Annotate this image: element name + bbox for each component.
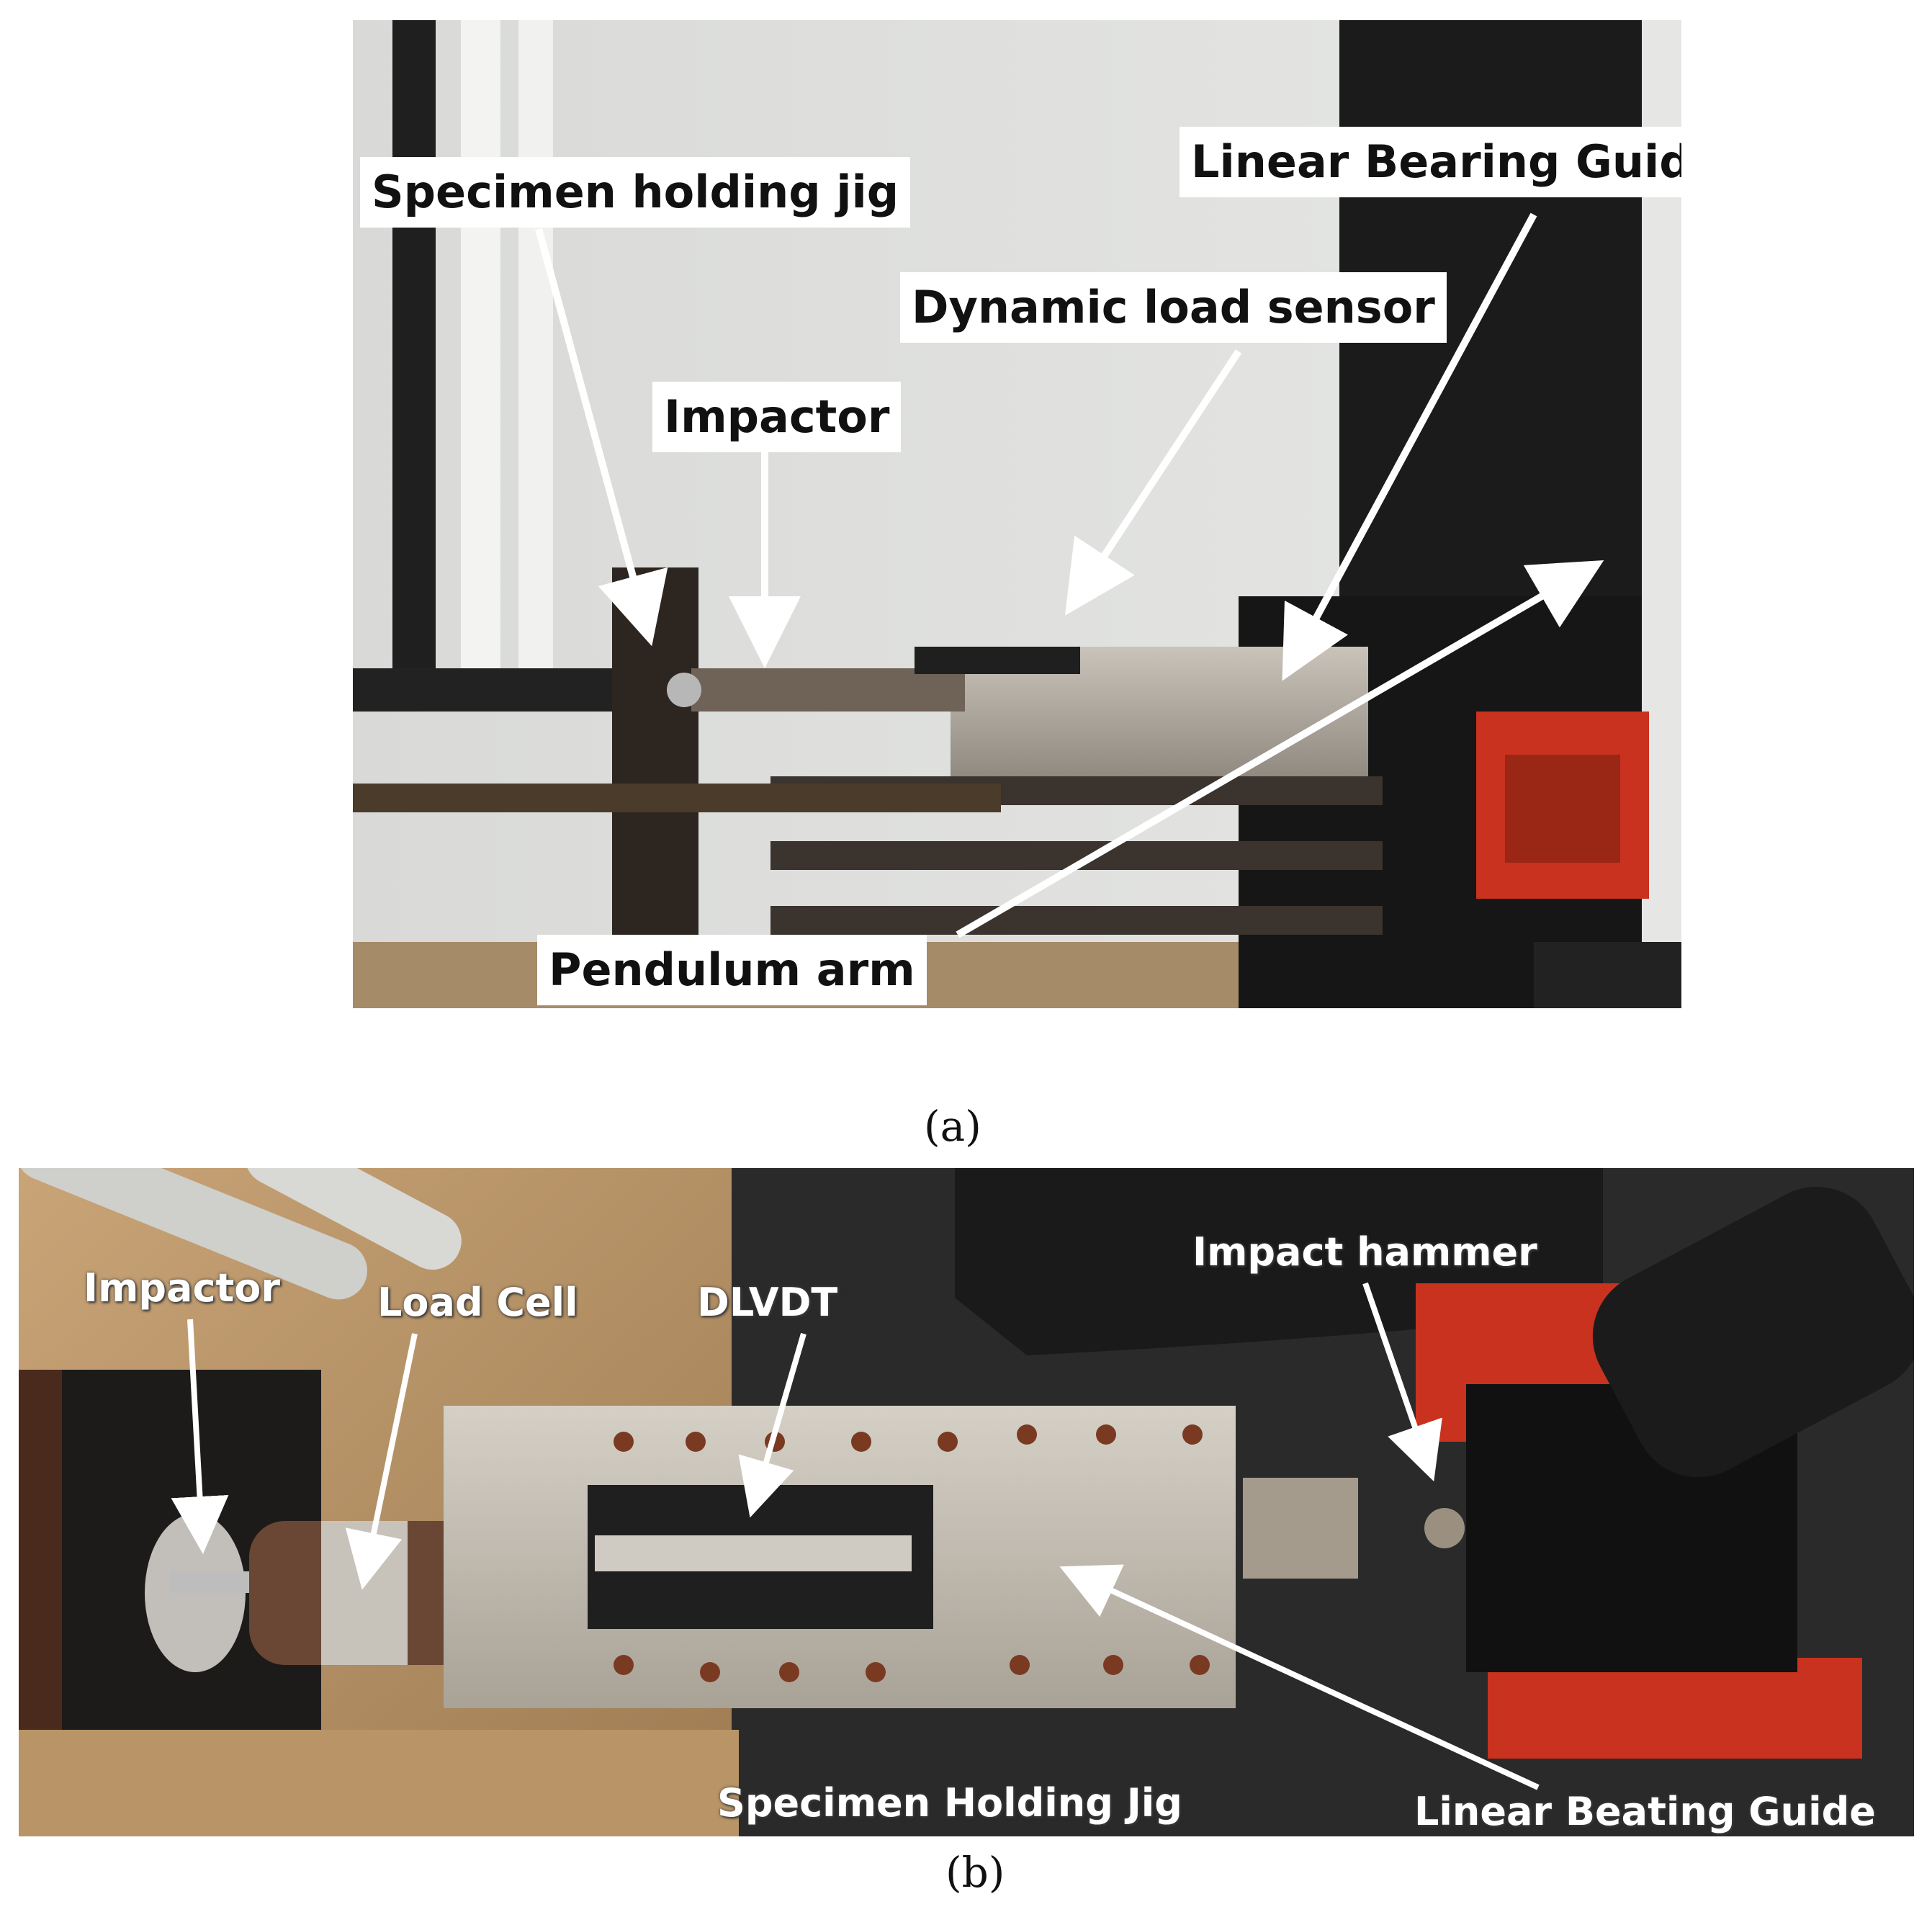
label-specimen-holding-jig-b: Specimen Holding Jig [717, 1780, 1182, 1826]
photo-b-scene [19, 1168, 1914, 1836]
label-impactor-a: Impactor [652, 382, 902, 452]
caption-b: (b) [945, 1848, 1005, 1897]
label-dynamic-load-sensor: Dynamic load sensor [900, 272, 1447, 343]
label-impact-hammer: Impact hammer [1192, 1229, 1537, 1275]
label-load-cell: Load Cell [377, 1280, 578, 1325]
label-pendulum-arm: Pendulum arm [537, 935, 927, 1005]
label-dlvdt: DLVDT [697, 1280, 838, 1325]
label-impactor-b: Impactor [84, 1265, 281, 1311]
label-linear-beating-guide: Linear Beating Guide [1414, 1789, 1876, 1834]
photo-panel-a: Specimen holding jig Linear Bearing Guid… [353, 20, 1681, 1008]
photo-panel-b: Impactor Load Cell DLVDT Impact hammer S… [19, 1168, 1914, 1836]
label-specimen-holding-jig: Specimen holding jig [360, 157, 911, 228]
label-linear-bearing-guide: Linear Bearing Guide [1180, 127, 1681, 197]
caption-a: (a) [924, 1102, 981, 1151]
